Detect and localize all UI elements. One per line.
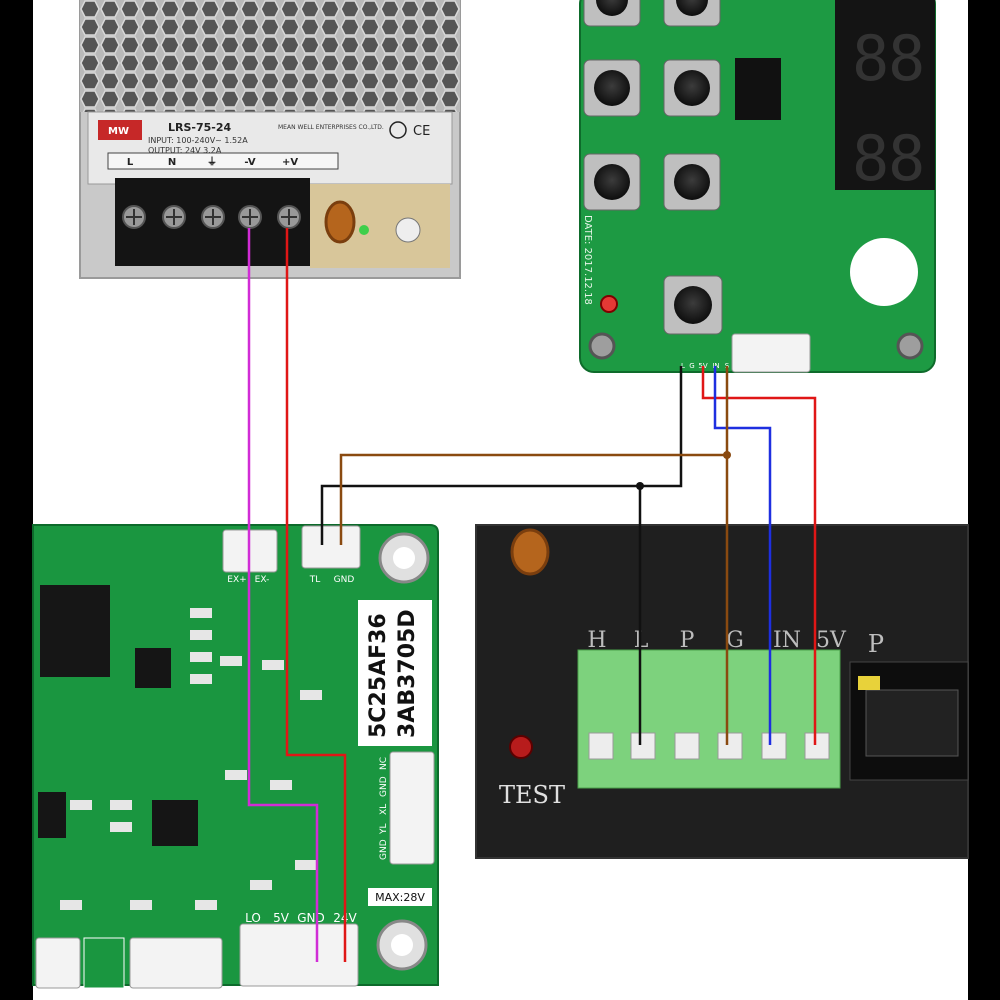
serial-label	[358, 600, 432, 746]
wire-red-5v	[701, 366, 817, 745]
main-board: 5C25AF36 3AB3705D MAX:28V EX+ EX- TL GND…	[32, 524, 439, 989]
wire-blue-in	[713, 366, 772, 745]
psu-output-rating: OUTPUT: 24V 3.2A	[148, 146, 222, 155]
seven-segment-display	[835, 0, 935, 190]
wire-brown-g	[339, 366, 729, 545]
connector-pin-label: LO	[245, 911, 261, 925]
mounting-screw	[588, 332, 616, 360]
connector-pin-label: YL	[379, 823, 389, 835]
serial-number-line-2: 3AB3705D	[395, 609, 420, 738]
psu-vent-mesh	[80, 0, 460, 112]
display-digit: 8	[852, 22, 889, 95]
pin-label: L	[681, 362, 685, 370]
psu-screws	[122, 205, 301, 229]
psu-terminal-labels: L N ⏚ -V +V	[127, 156, 299, 168]
control-board-connector	[731, 333, 811, 373]
smd-components	[60, 608, 322, 910]
connector	[35, 937, 81, 989]
test-button[interactable]	[509, 735, 533, 759]
psu-led-indicator	[359, 225, 369, 235]
connector-pin-label: EX-	[255, 575, 270, 585]
mounting-cutout	[850, 238, 918, 306]
connector-pin-label: EX+	[227, 575, 246, 585]
control-panel-board: 8 8 8 8 DATE: 2017.12.18 L G 5V IN S	[579, 0, 936, 373]
status-led	[600, 295, 618, 313]
connector-pin-label: GND	[334, 575, 355, 585]
xy-jumper	[83, 937, 125, 989]
psu-manufacturer: MEAN WELL ENTERPRISES CO.,LTD.	[278, 124, 384, 131]
connector-pin-label: GND	[379, 776, 389, 797]
psu-terminal-label: ⏚	[207, 156, 217, 168]
wire-junction	[636, 482, 644, 490]
wire-junction	[723, 451, 731, 459]
max-voltage-label	[368, 888, 432, 906]
inductor-coil	[510, 528, 550, 576]
psu-label-plate	[87, 111, 453, 185]
wires	[247, 228, 817, 962]
laser-terminal-block	[577, 649, 841, 789]
port-led	[858, 676, 880, 690]
max-voltage-text: MAX:28V	[375, 891, 425, 904]
aux-chip	[135, 648, 171, 688]
pin-label: G	[689, 362, 694, 370]
controller-chip	[735, 58, 781, 120]
display-digit: 8	[852, 122, 889, 195]
tl-gnd-connector	[301, 525, 361, 569]
laser-terminal-slots	[588, 732, 830, 760]
connector	[129, 937, 223, 989]
wire-red-24v	[285, 228, 347, 962]
driver-chip	[152, 800, 198, 846]
aux-chip	[38, 792, 66, 838]
connector-pin-label: GND	[297, 911, 325, 925]
psu-terminal-label: L	[127, 157, 134, 168]
connector-pin-label: 5V	[273, 911, 290, 925]
terminal-label: H	[587, 628, 606, 653]
laser-terminal-labels: H L P G IN 5V P	[587, 628, 884, 658]
terminal-label: 5V	[816, 628, 847, 653]
display-digit: 8	[888, 22, 925, 95]
connector-pin-label: XL	[379, 804, 389, 815]
psu-model: LRS-75-24	[168, 121, 231, 134]
wire-black-ground	[320, 366, 683, 545]
inductor-coil	[324, 200, 356, 244]
main-chip	[40, 585, 110, 677]
axis-connector-labels: GND YL XL GND NC	[379, 757, 389, 860]
laser-power-supply: H L P G IN 5V P TEST	[475, 524, 969, 859]
terminal-label: IN	[773, 628, 801, 653]
pcb-date: DATE: 2017.12.18	[582, 215, 593, 305]
psu-terminal-label: -V	[244, 157, 255, 168]
connector-pin-label: NC	[379, 757, 389, 770]
svg-text:MW: MW	[108, 126, 129, 137]
connector-pin-label: TL	[309, 575, 321, 585]
test-label: TEST	[499, 781, 565, 809]
mounting-screw	[896, 332, 924, 360]
terminal-label: G	[726, 628, 744, 653]
psu-terminal-label: +V	[282, 157, 298, 168]
connector-pin-label: GND	[379, 839, 389, 860]
axis-connector	[389, 751, 435, 865]
port-label: P	[868, 630, 884, 658]
display-digit: 8	[888, 122, 925, 195]
certification-mark-icon	[389, 121, 407, 139]
keypad	[583, 0, 723, 335]
power-supply-unit: MW LRS-75-24 INPUT: 100-240V~ 1.52A OUTP…	[79, 0, 461, 279]
ce-mark-icon: CE	[413, 124, 430, 139]
power-connector	[239, 923, 359, 987]
psu-trim-pot	[395, 217, 421, 243]
psu-brand-logo	[98, 120, 142, 140]
wire-magenta	[247, 228, 319, 962]
serial-number-line-1: 5C25AF36	[366, 613, 391, 738]
psu-terminal-label: N	[168, 157, 176, 168]
terminal-label: P	[680, 628, 695, 653]
psu-input-rating: INPUT: 100-240V~ 1.52A	[148, 136, 248, 145]
